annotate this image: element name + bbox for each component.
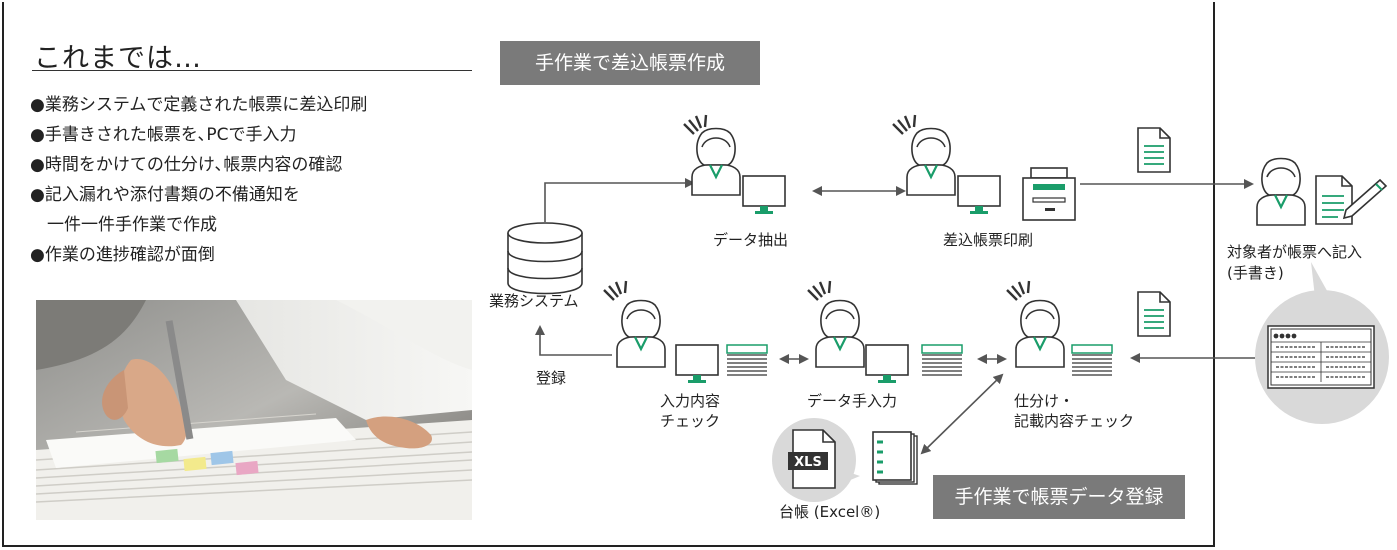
bullet-item: ●記入漏れや添付書類の不備通知を (30, 185, 300, 205)
paperwork-photo-illustration (36, 300, 472, 520)
manual-data-registration-tag: 手作業で帳票データ登録 (933, 475, 1185, 519)
data-extract-label: データ抽出 (713, 231, 789, 249)
bullet-item: 一件一件手作業で作成 (30, 215, 217, 235)
intro-divider (32, 70, 472, 71)
connector-arrow (920, 373, 1004, 455)
paper-stack-icon (1071, 344, 1113, 376)
content-frame (2, 2, 1215, 547)
intro-bullet-list: ●業務システムで定義された帳票に差込印刷 ●手書きされた帳票を､PCで手入力 ●… (30, 90, 367, 270)
handwriting-form-icon (1315, 175, 1388, 225)
bullet-item: ●作業の進捗確認が面倒 (30, 245, 215, 265)
document-icon (1137, 291, 1171, 337)
document-icon (1137, 127, 1171, 173)
worker-person-icon (690, 127, 742, 197)
paper-stack-icon (726, 344, 768, 376)
bullet-item: ●時間をかけての仕分け､帳票内容の確認 (30, 155, 343, 175)
connector-arrow (544, 178, 695, 222)
monitor-icon (957, 175, 1001, 215)
monitor-icon (742, 175, 786, 215)
manual-merge-form-tag: 手作業で差込帳票作成 (500, 41, 760, 85)
register-label: 登録 (536, 369, 567, 387)
input-check-label-line2: チェック (659, 412, 720, 430)
data-entry-label: データ手入力 (807, 392, 898, 410)
xls-badge-label: XLS (794, 455, 822, 470)
monitor-icon (675, 344, 719, 384)
bullet-item: ●業務システムで定義された帳票に差込印刷 (30, 95, 368, 115)
applicant-fill-label: 対象者が帳票へ記入 (1227, 243, 1363, 261)
bullet-item: ●手書きされた帳票を､PCで手入力 (30, 125, 297, 145)
binder-icon (872, 431, 918, 485)
database-icon (507, 222, 583, 295)
sort-check-label: 仕分け・ (1014, 392, 1075, 410)
stress-marks-icon (1005, 279, 1031, 302)
worker-person-icon (814, 299, 866, 369)
intro-title: これまでは… (34, 43, 202, 74)
worker-person-icon (1014, 299, 1066, 369)
handwritten-label: (手書き) (1227, 264, 1284, 282)
monitor-icon (865, 344, 909, 384)
stress-marks-icon (806, 279, 832, 302)
paper-stack-icon (921, 344, 963, 376)
worker-person-icon (615, 299, 667, 369)
handwritten-form-bubble (1255, 262, 1389, 424)
paperwork-photo (36, 300, 472, 520)
printer-icon (1022, 167, 1076, 221)
stress-marks-icon (602, 279, 628, 302)
worker-person-icon (905, 127, 957, 197)
sort-check-label-line2: 記載内容チェック (1014, 412, 1135, 430)
merge-print-label: 差込帳票印刷 (943, 231, 1034, 249)
ledger-excel-label: 台帳 (Excel®) (779, 503, 881, 521)
input-check-label: 入力内容 (659, 392, 720, 410)
stress-marks-icon (891, 113, 917, 136)
connector-arrow (535, 325, 612, 356)
stress-marks-icon (682, 113, 708, 136)
business-system-label: 業務システム (489, 292, 579, 310)
applicant-person-icon (1255, 157, 1307, 227)
excel-file-icon: XLS (772, 418, 860, 502)
